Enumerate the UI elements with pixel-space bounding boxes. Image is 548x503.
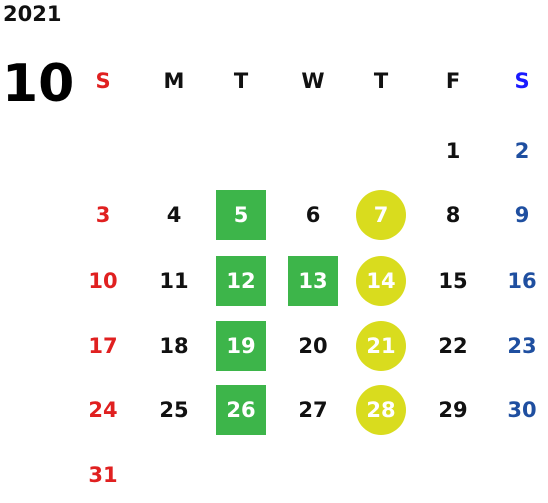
day-cell: 30 [507,398,537,422]
month-number: 10 [2,54,75,114]
day-cell: 11 [159,269,189,293]
weekday-header: S [95,69,111,93]
weekday-header: T [233,69,249,93]
day-cell: 24 [88,398,118,422]
day-cell: 27 [298,398,328,422]
day-cell: 21 [356,321,406,371]
day-cell: 1 [445,139,461,163]
day-cell: 17 [88,334,118,358]
day-cell: 20 [298,334,328,358]
weekday-header: F [445,69,461,93]
day-cell: 7 [356,190,406,240]
year-label: 2021 [3,2,62,26]
day-cell: 9 [514,203,530,227]
weekday-header: T [373,69,389,93]
day-cell: 31 [88,463,118,487]
day-cell: 28 [356,385,406,435]
day-cell: 6 [305,203,321,227]
day-cell: 10 [88,269,118,293]
day-cell: 3 [95,203,111,227]
day-cell: 29 [438,398,468,422]
day-cell: 5 [216,190,266,240]
day-cell: 26 [216,385,266,435]
day-cell: 14 [356,256,406,306]
day-cell: 12 [216,256,266,306]
day-cell: 13 [288,256,338,306]
day-cell: 18 [159,334,189,358]
day-cell: 4 [166,203,182,227]
day-cell: 2 [514,139,530,163]
day-cell: 19 [216,321,266,371]
weekday-header: M [163,69,185,93]
weekday-header: S [514,69,530,93]
day-cell: 8 [445,203,461,227]
day-cell: 16 [507,269,537,293]
weekday-header: W [301,69,325,93]
day-cell: 22 [438,334,468,358]
day-cell: 23 [507,334,537,358]
day-cell: 15 [438,269,468,293]
day-cell: 25 [159,398,189,422]
